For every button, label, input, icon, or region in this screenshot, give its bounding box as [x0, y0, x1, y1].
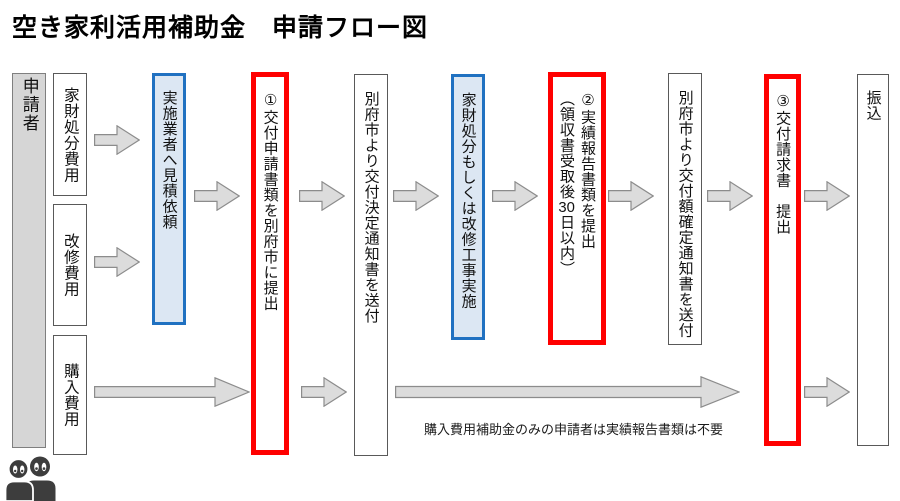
cost-label: 購入費用 [61, 363, 79, 427]
step1-application-box: ①交付申請書類を別府市に提出 [251, 72, 289, 455]
transfer-label: 振込 [864, 90, 882, 121]
arrow-right-icon [94, 125, 140, 155]
cost-label: 家財処分費用 [61, 86, 79, 183]
decision-notice-label: 別府市より交付決定通知書を送付 [362, 91, 380, 324]
cost-box-purchase: 購入費用 [53, 335, 87, 455]
cost-box-household-disposal: 家財処分費用 [53, 73, 87, 196]
amount-notice-label: 別府市より交付額確定通知書を送付 [676, 90, 694, 338]
arrow-right-icon [301, 377, 347, 407]
cost-box-renovation: 改修費用 [53, 204, 87, 326]
page-title: 空き家利活用補助金 申請フロー図 [12, 14, 429, 42]
arrow-right-icon [492, 181, 538, 211]
arrow-right-icon [94, 377, 250, 407]
step3-invoice-box: ③交付請求書 提出 [764, 74, 801, 446]
step1-label: ①交付申請書類を別府市に提出 [261, 91, 279, 311]
people-icon [4, 456, 56, 501]
arrow-right-icon [94, 247, 140, 277]
note-text: 購入費用補助金のみの申請者は実績報告書類は不要 [424, 422, 724, 437]
arrow-right-icon [608, 181, 654, 211]
arrow-right-icon [804, 377, 850, 407]
arrow-right-icon [707, 181, 753, 211]
cost-label: 改修費用 [61, 233, 79, 297]
estimate-request-box: 実施業者へ見積依頼 [152, 73, 186, 325]
step2-report-box: ②実績報告書類を提出 （領収書受取後30日以内） [548, 72, 606, 345]
arrow-right-icon [393, 181, 439, 211]
implementation-box: 家財処分もしくは改修工事実施 [451, 74, 485, 340]
step2-label: ②実績報告書類を提出 [579, 91, 596, 249]
arrow-right-icon [804, 181, 850, 211]
applicant-label: 申請者 [19, 77, 39, 133]
arrow-right-icon [395, 376, 740, 408]
step3-label: ③交付請求書 提出 [774, 92, 792, 235]
decision-notice-box: 別府市より交付決定通知書を送付 [354, 74, 388, 456]
arrow-right-icon [299, 181, 345, 211]
arrow-right-icon [194, 181, 240, 211]
applicant-box: 申請者 [12, 73, 46, 448]
estimate-request-label: 実施業者へ見積依頼 [160, 90, 178, 230]
step2-deadline-label: （領収書受取後30日以内） [558, 91, 575, 277]
amount-notice-box: 別府市より交付額確定通知書を送付 [668, 73, 702, 345]
implementation-label: 家財処分もしくは改修工事実施 [459, 92, 477, 309]
transfer-box: 振込 [857, 74, 889, 446]
